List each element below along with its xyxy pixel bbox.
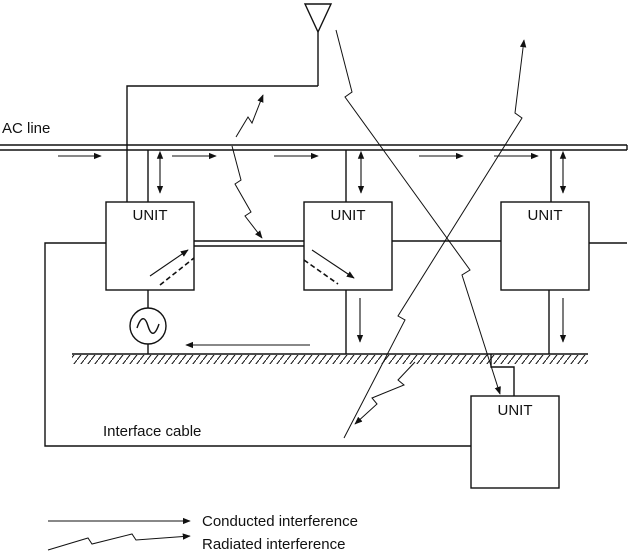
legend: Conducted interference Radiated interfer… [47,513,358,552]
unit-box-3 [500,201,590,291]
antenna-feed-wire [126,85,318,202]
legend-radiated-symbol [47,533,191,551]
ground-connections [147,290,550,396]
unit-label-3: UNIT [528,207,563,224]
unit-label-2: UNIT [331,207,366,224]
interface-cable [44,242,471,447]
unit-label-1: UNIT [133,207,168,224]
antenna-icon [303,3,333,86]
unit-box-1 [105,201,195,291]
ac-line-taps [147,150,552,202]
legend-conducted-label: Conducted interference [202,513,358,530]
unit-label-4: UNIT [498,402,533,419]
ground-plane [72,353,588,364]
conducted-arrows-to-ground [356,298,567,343]
radiated-paths [231,29,527,439]
interface-cable-label: Interface cable [103,423,201,440]
conducted-arrows-bidirectional [156,150,567,194]
unit-interconnect-1-2 [194,240,304,247]
ac-line [0,144,628,151]
ac-line-label: AC line [2,120,50,137]
coupling-arrows-in-units [149,249,355,286]
ac-source-icon [129,307,167,345]
unit-box-4 [470,395,560,489]
legend-radiated-label: Radiated interference [202,536,345,552]
